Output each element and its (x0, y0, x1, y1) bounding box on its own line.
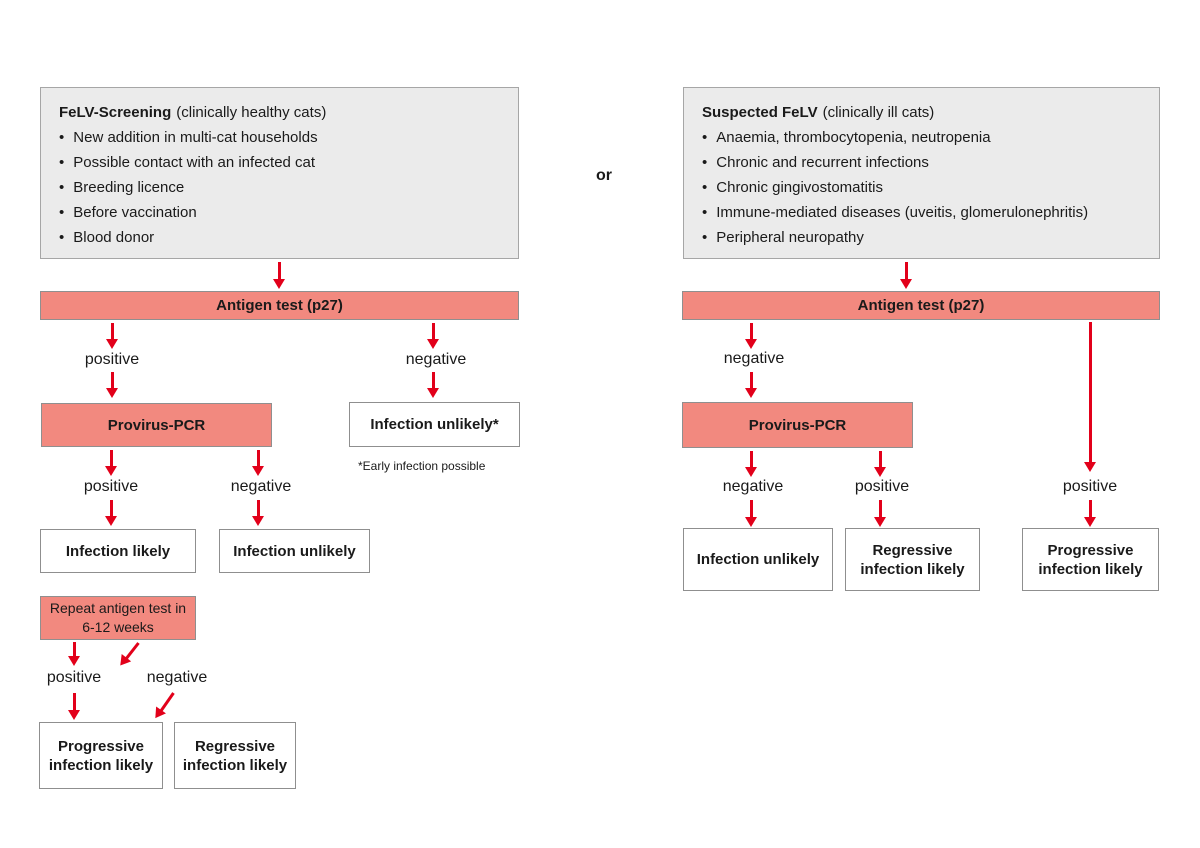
progressive-infection-label: Progressive infection likely (48, 737, 154, 774)
screening-bullet: Blood donor (59, 225, 500, 250)
provirus-pcr-node-left: Provirus-PCR (41, 403, 272, 447)
provirus-pcr-node-right: Provirus-PCR (682, 402, 913, 448)
branch-label-positive: positive (84, 351, 140, 368)
arrow-down-icon (744, 451, 758, 477)
antigen-test-node-right: Antigen test (p27) (682, 291, 1160, 320)
regressive-infection-node-right: Regressive infection likely (845, 528, 980, 591)
branch-label-negative: negative (722, 478, 784, 495)
regressive-infection-label: Regressive infection likely (860, 541, 965, 578)
screening-header-box: FeLV-Screening(clinically healthy cats) … (40, 87, 519, 259)
arrow-down-icon (105, 323, 119, 349)
progressive-infection-node-left: Progressive infection likely (39, 722, 163, 789)
or-connector-label: or (596, 167, 612, 184)
arrow-down-icon (426, 323, 440, 349)
suspected-header-title: Suspected FeLV(clinically ill cats) (702, 104, 935, 121)
arrow-diagonal-icon (149, 689, 178, 722)
branch-label-negative: negative (230, 478, 292, 495)
branch-label-negative: negative (723, 350, 785, 367)
arrow-down-icon (1083, 500, 1097, 527)
repeat-antigen-test-label: Repeat antigen test in 6-12 weeks (49, 600, 187, 635)
arrow-down-icon (426, 372, 440, 398)
regressive-infection-node-left: Regressive infection likely (174, 722, 296, 789)
arrow-down-icon (744, 500, 758, 527)
screening-bullet: Possible contact with an infected cat (59, 150, 500, 175)
arrow-down-icon (251, 500, 265, 526)
screening-bullet: Breeding licence (59, 175, 500, 200)
branch-label-positive: positive (854, 478, 910, 495)
arrow-down-icon (251, 450, 265, 476)
infection-likely-node: Infection likely (40, 529, 196, 573)
antigen-test-label: Antigen test (p27) (216, 297, 343, 314)
infection-unlikely-label: Infection unlikely (233, 542, 356, 560)
infection-unlikely-star-node: Infection unlikely* (349, 402, 520, 447)
branch-label-positive: positive (83, 478, 139, 495)
screening-header-title: FeLV-Screening(clinically healthy cats) (59, 104, 327, 121)
provirus-pcr-label: Provirus-PCR (748, 416, 847, 434)
suspected-bullet: Chronic and recurrent infections (702, 150, 1141, 175)
arrow-down-icon (744, 372, 758, 398)
antigen-test-label: Antigen test (p27) (857, 297, 985, 314)
infection-unlikely-node-left: Infection unlikely (219, 529, 370, 573)
arrow-down-icon (104, 450, 118, 476)
suspected-bullet: Anaemia, thrombocytopenia, neutropenia (702, 125, 1141, 150)
suspected-bullet: Peripheral neuropathy (702, 225, 1141, 250)
arrow-down-icon (873, 500, 887, 527)
arrow-diagonal-icon (115, 639, 143, 670)
arrow-down-icon (744, 323, 758, 349)
repeat-antigen-test-node: Repeat antigen test in 6-12 weeks (40, 596, 196, 640)
provirus-pcr-label: Provirus-PCR (107, 416, 206, 434)
early-infection-footnote: *Early infection possible (358, 459, 486, 473)
branch-label-positive: positive (1062, 478, 1118, 495)
progressive-infection-node-right: Progressive infection likely (1022, 528, 1159, 591)
infection-unlikely-label: Infection unlikely (696, 551, 820, 568)
branch-label-positive: positive (46, 669, 102, 686)
branch-label-negative: negative (405, 351, 467, 368)
arrow-down-icon (104, 500, 118, 526)
arrow-down-icon (873, 451, 887, 477)
infection-unlikely-star-label: Infection unlikely* (370, 416, 499, 433)
arrow-down-icon (105, 372, 119, 398)
regressive-infection-label: Regressive infection likely (182, 737, 288, 774)
suspected-bullet: Immune-mediated diseases (uveitis, glome… (702, 200, 1141, 225)
antigen-test-node-left: Antigen test (p27) (40, 291, 519, 320)
infection-unlikely-node-right: Infection unlikely (683, 528, 833, 591)
infection-likely-label: Infection likely (65, 542, 171, 560)
progressive-infection-label: Progressive infection likely (1038, 541, 1143, 578)
suspected-header-box: Suspected FeLV(clinically ill cats) Anae… (683, 87, 1160, 259)
arrow-down-long-icon (1083, 322, 1097, 472)
screening-bullet: Before vaccination (59, 200, 500, 225)
suspected-bullet: Chronic gingivostomatitis (702, 175, 1141, 200)
arrow-down-icon (67, 642, 81, 666)
arrow-down-icon (272, 262, 286, 289)
arrow-down-icon (67, 693, 81, 720)
arrow-down-icon (899, 262, 913, 289)
branch-label-negative: negative (146, 669, 208, 686)
screening-bullet: New addition in multi-cat households (59, 125, 500, 150)
